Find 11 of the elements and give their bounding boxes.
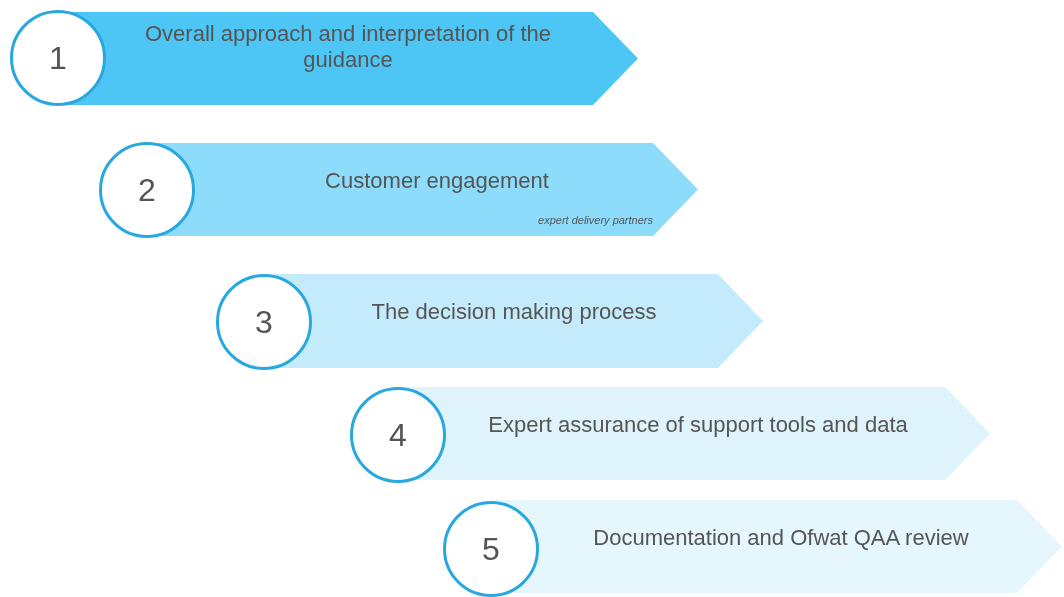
step-note: expert delivery partners <box>538 214 653 226</box>
step-number: 2 <box>138 171 156 209</box>
step-title: Customer engagement <box>324 167 550 194</box>
step-number: 4 <box>389 416 407 454</box>
step-title: Overall approach and interpretation of the guidance <box>143 20 552 74</box>
step-number: 1 <box>49 39 67 77</box>
step-number: 5 <box>482 530 500 568</box>
step-title: The decision making process <box>370 299 658 326</box>
step-title: Documentation and Ofwat QAA review <box>592 524 970 551</box>
step-title: Expert assurance of support tools and data <box>487 411 909 438</box>
step-number: 3 <box>255 303 273 341</box>
